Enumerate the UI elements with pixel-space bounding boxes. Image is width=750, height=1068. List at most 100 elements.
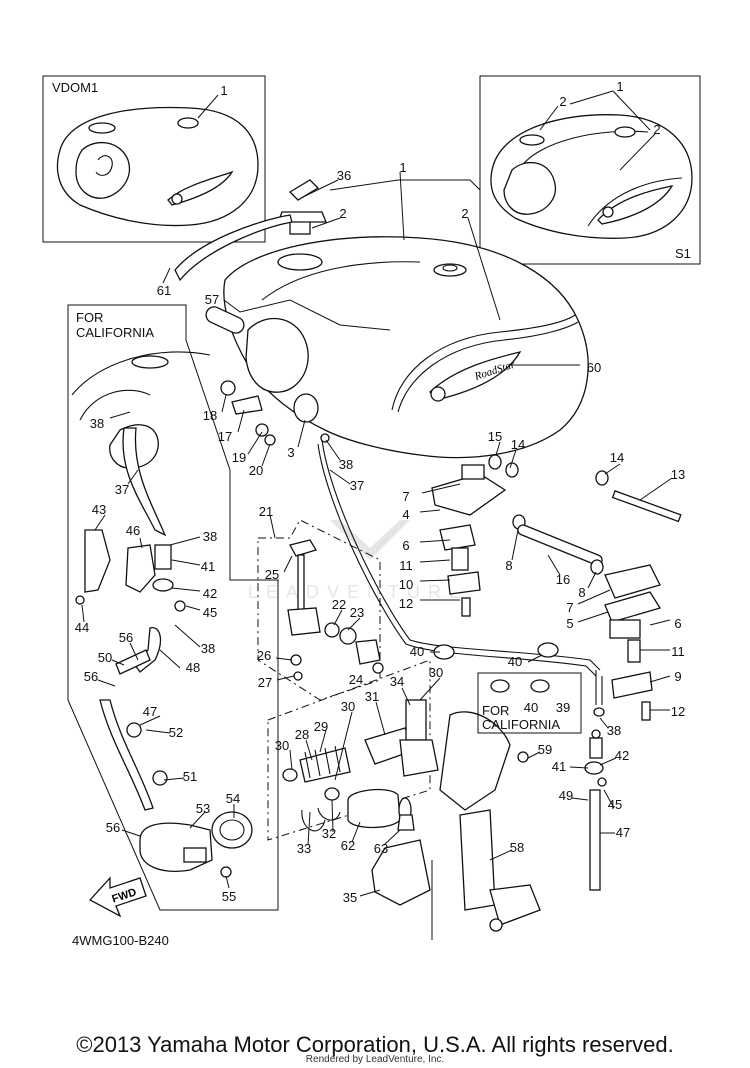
- callout-42: 42: [615, 748, 629, 763]
- callout-38: 38: [90, 416, 104, 431]
- callout-30: 30: [341, 699, 355, 714]
- callout-40: 40: [410, 644, 424, 659]
- callout-31: 31: [365, 689, 379, 704]
- callout-2: 2: [559, 94, 566, 109]
- watermark-text: LEADVENTURE: [248, 582, 469, 602]
- callout-8: 8: [505, 558, 512, 573]
- callout-14: 14: [610, 450, 624, 465]
- callout-56: 56: [84, 669, 98, 684]
- callout-50: 50: [98, 650, 112, 665]
- callout-21: 21: [259, 504, 273, 519]
- callout-27: 27: [258, 675, 272, 690]
- callout-45: 45: [608, 797, 622, 812]
- callout-28: 28: [295, 727, 309, 742]
- callout-49: 49: [559, 788, 573, 803]
- callout-26: 26: [257, 648, 271, 663]
- rendered-by: Rendered by LeadVenture, Inc.: [305, 1054, 445, 1065]
- callout-10: 10: [399, 577, 413, 592]
- callout-44: 44: [75, 620, 89, 635]
- callout-11: 11: [399, 558, 413, 573]
- callout-52: 52: [169, 725, 183, 740]
- callout-58: 58: [510, 840, 524, 855]
- callout-22: 22: [332, 597, 346, 612]
- callout-3: 3: [287, 445, 294, 460]
- callout-40: 40: [508, 654, 522, 669]
- fuel-cock-group: [257, 519, 384, 701]
- callout-53: 53: [196, 801, 210, 816]
- callout-1: 1: [616, 79, 623, 94]
- callout-61: 61: [157, 283, 171, 298]
- callout-16: 16: [556, 572, 570, 587]
- callout-38: 38: [201, 641, 215, 656]
- callout-47: 47: [616, 825, 630, 840]
- callout-8: 8: [578, 585, 585, 600]
- callout-38: 38: [203, 529, 217, 544]
- callout-40: 40: [524, 700, 538, 715]
- callout-41: 41: [552, 759, 566, 774]
- callout-13: 13: [671, 467, 685, 482]
- callout-56: 56: [119, 630, 133, 645]
- vdom1-inset: VDOM1: [42, 75, 266, 243]
- callout-32: 32: [322, 826, 336, 841]
- vdom1-label: VDOM1: [52, 80, 98, 95]
- callout-54: 54: [226, 791, 240, 806]
- callout-33: 33: [297, 841, 311, 856]
- callout-37: 37: [350, 478, 364, 493]
- callout-2: 2: [653, 122, 660, 137]
- callout-7: 7: [402, 489, 409, 504]
- callout-59: 59: [538, 742, 552, 757]
- callout-1: 1: [399, 160, 406, 175]
- copyright-notice: ©2013 Yamaha Motor Corporation, U.S.A. A…: [76, 1032, 674, 1057]
- california-left-label-2: CALIFORNIA: [76, 325, 154, 340]
- callout-60: 60: [587, 360, 601, 375]
- mount-brackets: [431, 454, 682, 721]
- callout-62: 62: [341, 838, 355, 853]
- callout-46: 46: [126, 523, 140, 538]
- callout-6: 6: [402, 538, 409, 553]
- callout-30: 30: [275, 738, 289, 753]
- callout-63: 63: [374, 841, 388, 856]
- callout-18: 18: [203, 408, 217, 423]
- callout-41: 41: [201, 559, 215, 574]
- callout-45: 45: [203, 605, 217, 620]
- callout-37: 37: [115, 482, 129, 497]
- callout-5: 5: [566, 616, 573, 631]
- callout-38: 38: [607, 723, 621, 738]
- callout-29: 29: [314, 719, 328, 734]
- callout-4: 4: [402, 507, 409, 522]
- california-right-box: FOR CALIFORNIA: [477, 672, 582, 734]
- callout-12: 12: [399, 596, 413, 611]
- callout-6: 6: [674, 616, 681, 631]
- fwd-arrow-icon: FWD: [88, 876, 147, 918]
- callout-19: 19: [232, 450, 246, 465]
- callout-36: 36: [337, 168, 351, 183]
- callout-14: 14: [511, 437, 525, 452]
- callout-20: 20: [249, 463, 263, 478]
- callout-2: 2: [339, 206, 346, 221]
- california-left-region: FOR CALIFORNIA: [67, 304, 279, 911]
- callout-30: 30: [429, 665, 443, 680]
- callout-7: 7: [566, 600, 573, 615]
- callout-57: 57: [205, 292, 219, 307]
- callout-24: 24: [349, 672, 363, 687]
- s1-inset: S1: [479, 75, 701, 265]
- callout-48: 48: [186, 660, 200, 675]
- callout-43: 43: [92, 502, 106, 517]
- callout-11: 11: [671, 644, 685, 659]
- callout-47: 47: [143, 704, 157, 719]
- callout-25: 25: [265, 567, 279, 582]
- callout-9: 9: [674, 669, 681, 684]
- california-right-label-1: FOR: [482, 703, 509, 718]
- callout-17: 17: [218, 429, 232, 444]
- diagram-code: 4WMG100-B240: [72, 933, 169, 948]
- california-left-label-1: FOR: [76, 310, 103, 325]
- main-fuel-tank: RoadStar: [174, 179, 589, 459]
- leader-lines: [81, 90, 673, 897]
- callout-15: 15: [488, 429, 502, 444]
- callout-42: 42: [203, 586, 217, 601]
- callout-55: 55: [222, 889, 236, 904]
- right-hose: [584, 670, 607, 891]
- callout-38: 38: [339, 457, 353, 472]
- callout-1: 1: [220, 83, 227, 98]
